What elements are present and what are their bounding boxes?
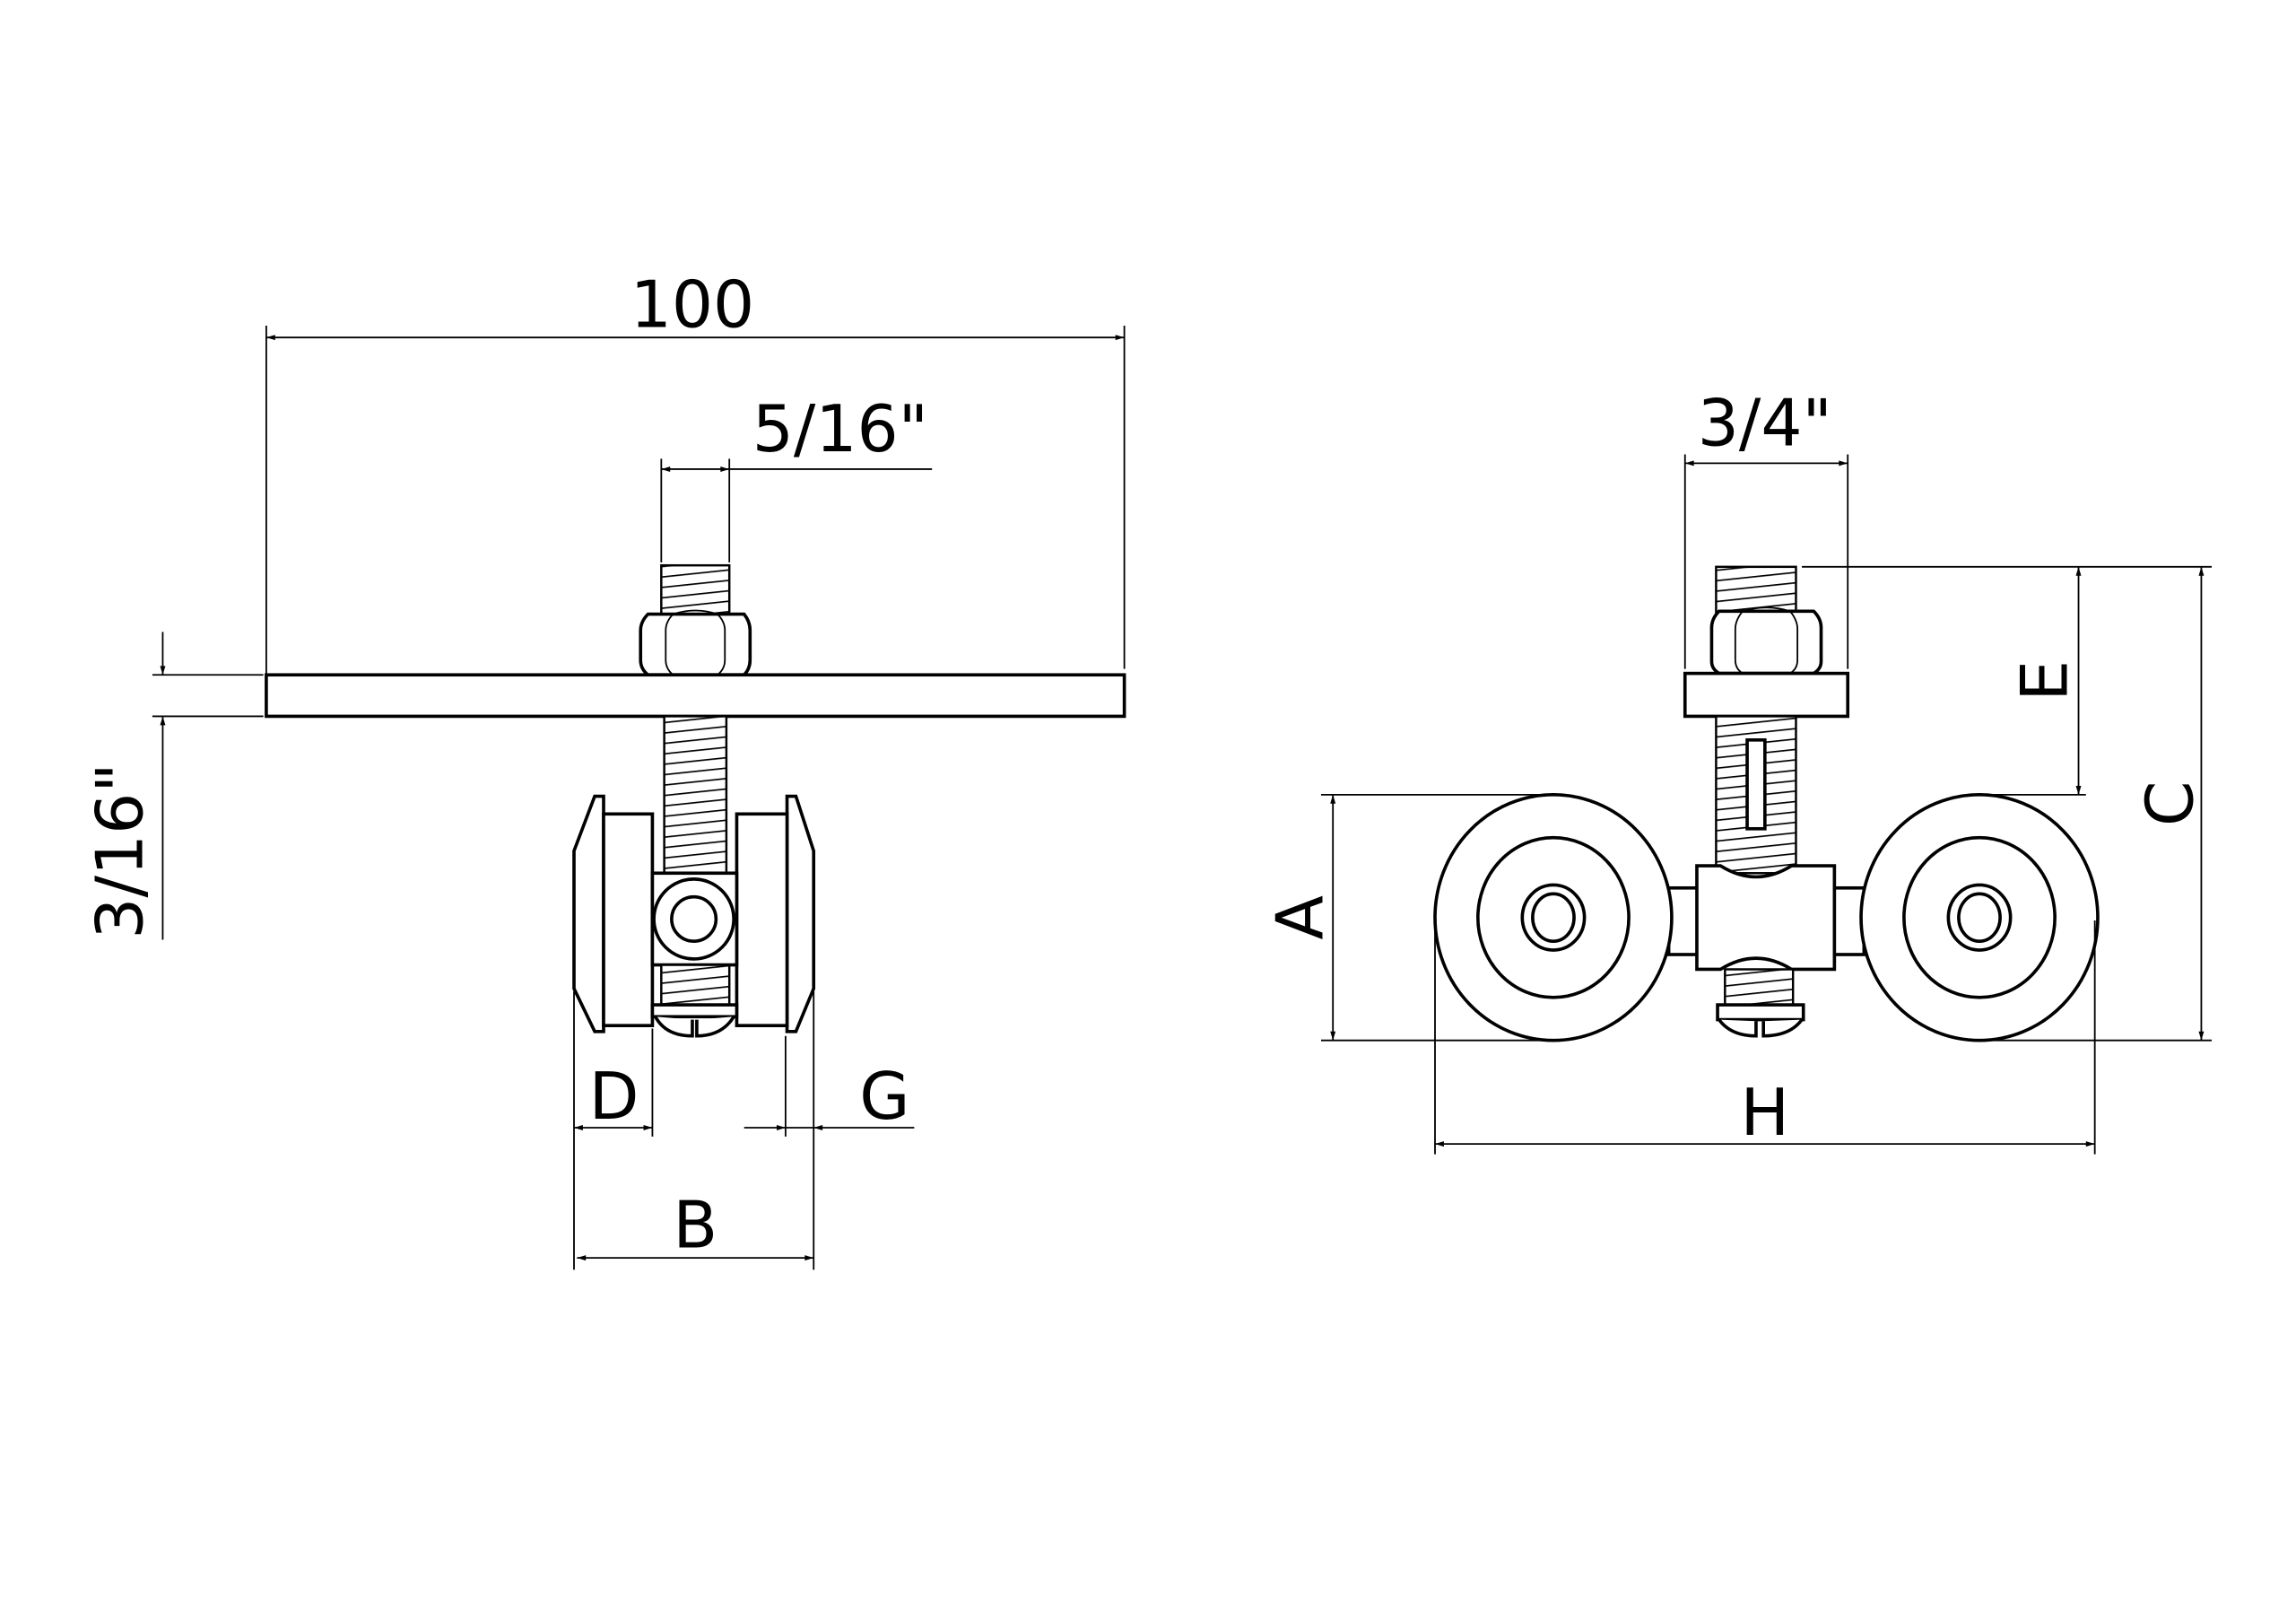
dim-b-label: B	[673, 1189, 718, 1264]
wheel-right-side	[735, 794, 816, 1033]
bolt-diameter-label: 5/16"	[752, 392, 928, 467]
plate-thickness-label: 3/16"	[83, 763, 158, 938]
front-view: 3/4" E C	[1264, 387, 2212, 1155]
wheel-left-front	[1433, 793, 1674, 1042]
dimension-e: E	[1802, 565, 2212, 796]
overall-length-label: 100	[631, 268, 755, 344]
center-block	[650, 871, 739, 1038]
mounting-plate	[265, 673, 1126, 719]
dimension-overall-length: 100	[265, 268, 1126, 674]
bolt-thread-upper	[660, 563, 731, 617]
center-block-front	[1695, 864, 1837, 1038]
dim-g-label: G	[859, 1060, 909, 1135]
dim-d-label: D	[589, 1060, 639, 1135]
wheel-right-front	[1859, 793, 2100, 1042]
bolt-slot	[1745, 738, 1767, 831]
dimension-d: D	[573, 991, 654, 1270]
dim-e-label: E	[2007, 660, 2083, 702]
side-view: 100 5/16" 3/16"	[83, 268, 1126, 1270]
bolt-thread-top	[1715, 565, 1797, 615]
dimension-h: H	[1434, 920, 2096, 1155]
dimension-g: G	[744, 991, 915, 1270]
dimension-bolt-diameter: 5/16"	[660, 392, 933, 562]
dim-h-label: H	[1741, 1076, 1790, 1151]
dimension-b: B	[577, 1189, 814, 1264]
dim-c-label: C	[2134, 780, 2209, 826]
bolt-thread-lower	[663, 715, 728, 875]
hex-nut	[639, 609, 752, 680]
wheel-left-side	[572, 794, 655, 1033]
dimension-washer-width: 3/4"	[1683, 387, 1849, 669]
dimension-a: A	[1264, 793, 1553, 1042]
dimension-plate-thickness: 3/16"	[83, 632, 264, 940]
washer	[1683, 671, 1850, 719]
hex-nut-front	[1709, 606, 1823, 678]
washer-width-label: 3/4"	[1698, 387, 1832, 462]
dim-a-label: A	[1264, 895, 1339, 940]
